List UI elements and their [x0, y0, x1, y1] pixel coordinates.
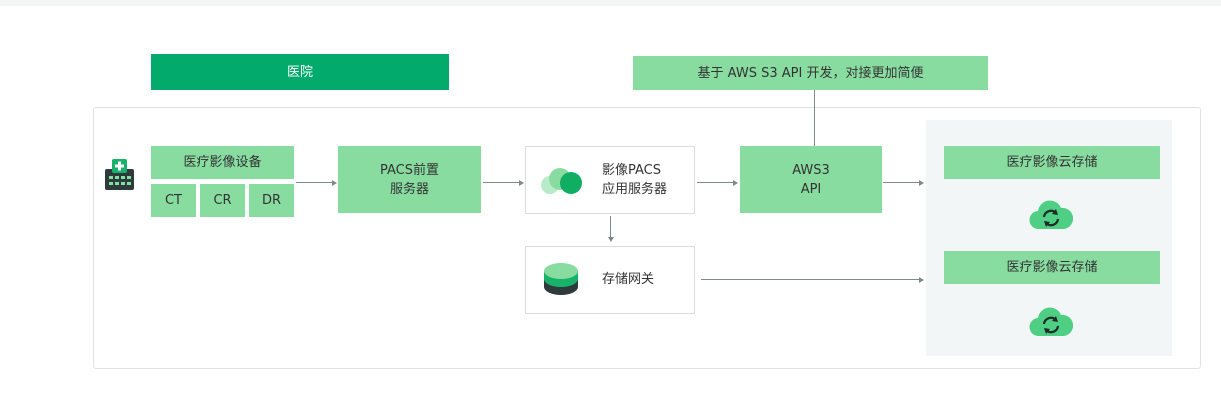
devices-title-box: 医疗影像设备 — [151, 146, 294, 179]
gateway-label: 存储网关 — [602, 272, 655, 287]
device-dr: DR — [249, 184, 294, 217]
pacs-app-label: 影像PACS 应用服务器 — [602, 163, 668, 197]
database-icon — [544, 263, 578, 295]
devices-title: 医疗影像设备 — [183, 155, 262, 170]
cloud-sync-icon — [1029, 307, 1073, 337]
cloud-storage-title-2: 医疗影像云存储 — [944, 251, 1160, 284]
arrowhead — [919, 276, 924, 283]
pacs-front-label: PACS前置 服务器 — [379, 162, 439, 197]
arrow-devices-to-pacs-front — [296, 182, 332, 183]
storage-gateway: 存储网关 — [525, 246, 695, 314]
cloud-storage-label: 医疗影像云存储 — [1006, 260, 1098, 275]
device-label: DR — [261, 193, 282, 208]
cloud-sync-icon — [1029, 200, 1073, 230]
top-divider-strip — [0, 0, 1221, 6]
hospital-title: 医院 — [286, 64, 313, 80]
hospital-title-bar: 医院 — [151, 54, 449, 90]
arrow-gateway-to-storage — [701, 279, 919, 280]
device-label: CT — [164, 193, 183, 208]
cloud-cluster-icon — [541, 168, 582, 194]
cloud-storage-label: 医疗影像云存储 — [1006, 155, 1098, 170]
device-label: CR — [213, 193, 232, 208]
api-note-connector — [814, 90, 815, 147]
api-note-box: 基于 AWS S3 API 开发，对接更加简便 — [633, 56, 988, 90]
arrow-pacs-front-to-app — [483, 182, 519, 183]
arrowhead — [733, 179, 738, 186]
arrowhead — [519, 179, 524, 186]
arrowhead — [607, 237, 614, 242]
hospital-building-icon — [105, 159, 134, 190]
pacs-front-server: PACS前置 服务器 — [338, 146, 481, 213]
arrow-aws3-to-storage — [883, 182, 919, 183]
hospital-boundary — [93, 107, 1201, 369]
cloud-storage-title-1: 医疗影像云存储 — [944, 146, 1160, 179]
arrowhead — [919, 179, 924, 186]
aws3-label: AWS3 API — [792, 162, 830, 197]
arrowhead — [332, 179, 337, 186]
aws3-api: AWS3 API — [740, 146, 882, 213]
arrow-pacs-app-to-aws3 — [697, 182, 733, 183]
pacs-app-server: 影像PACS 应用服务器 — [525, 146, 695, 214]
api-note-text: 基于 AWS S3 API 开发，对接更加简便 — [697, 65, 924, 81]
device-cr: CR — [200, 184, 245, 217]
arrow-pacs-app-to-gateway — [610, 216, 611, 237]
device-ct: CT — [151, 184, 196, 217]
